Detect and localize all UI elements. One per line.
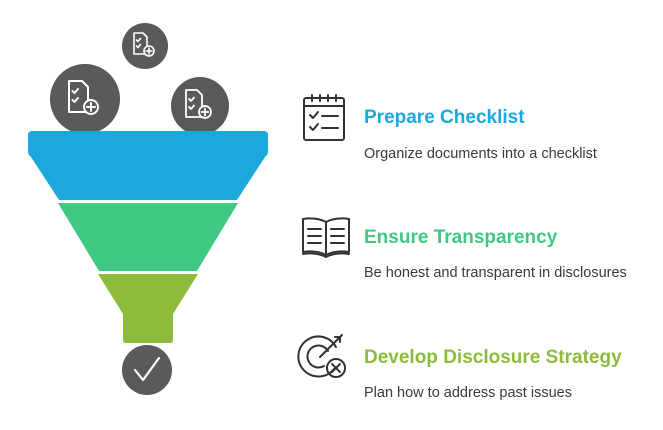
input-document-large-left: [50, 64, 120, 134]
funnel-layer-olive: [98, 274, 198, 343]
input-document-small-top: [122, 23, 168, 69]
document-add-icon: [185, 89, 212, 119]
document-add-icon: [133, 32, 155, 57]
step-title-develop-disclosure-strategy: Develop Disclosure Strategy: [364, 347, 622, 368]
document-add-icon: [68, 80, 99, 115]
input-document-medium-right: [171, 77, 229, 135]
output-circle: [122, 345, 172, 395]
step-description-ensure-transparency: Be honest and transparent in disclosures: [364, 265, 627, 281]
step-title-ensure-transparency: Ensure Transparency: [364, 227, 558, 248]
checkmark-icon: [133, 356, 161, 382]
open-book-icon: [302, 217, 350, 258]
step-title-prepare-checklist: Prepare Checklist: [364, 107, 525, 128]
checklist-icon: [303, 94, 345, 141]
target-cancel-icon: [297, 334, 346, 378]
step-description-develop-disclosure-strategy: Plan how to address past issues: [364, 385, 572, 401]
funnel-layer-blue: [28, 131, 268, 200]
step-description-prepare-checklist: Organize documents into a checklist: [364, 146, 597, 162]
funnel-layer-green: [58, 203, 238, 271]
